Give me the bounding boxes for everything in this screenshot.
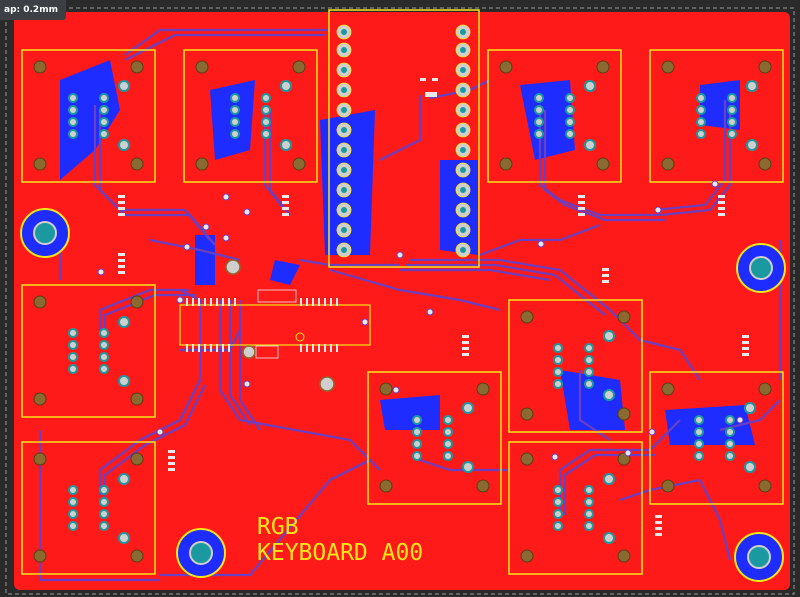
silkscreen-footprints — [21, 9, 784, 575]
switch-outline — [183, 49, 318, 183]
microcontroller-outline — [328, 9, 480, 268]
mcu-header-pins — [336, 24, 471, 258]
silkscreen-title-line1: RGB — [257, 514, 299, 540]
switch-outline — [21, 49, 156, 183]
smd-pads — [118, 78, 749, 536]
switch-outline — [649, 371, 784, 505]
mounting-hole — [176, 528, 226, 578]
board-outline — [5, 7, 795, 595]
switch-outline — [21, 441, 156, 575]
mounting-hole — [736, 243, 786, 293]
mounting-hole — [734, 532, 784, 582]
switch-outline — [487, 49, 622, 183]
qfp-chip — [179, 289, 371, 359]
switch-outline — [367, 371, 502, 505]
snap-grid-indicator: ap: 0.2mm — [0, 0, 66, 20]
switch-outline — [508, 441, 643, 575]
vias — [97, 180, 744, 461]
copper-top-pour — [14, 12, 790, 590]
bottom-traces — [38, 28, 782, 582]
mounting-hole — [20, 208, 70, 258]
switch-pads — [33, 60, 772, 563]
bottom-copper-areas — [60, 60, 755, 445]
silkscreen-title-line2: KEYBOARD A00 — [257, 540, 423, 566]
switch-outline — [508, 299, 643, 433]
switch-pin-strips — [68, 80, 758, 544]
large-vias — [225, 259, 335, 392]
switch-outline — [21, 284, 156, 418]
